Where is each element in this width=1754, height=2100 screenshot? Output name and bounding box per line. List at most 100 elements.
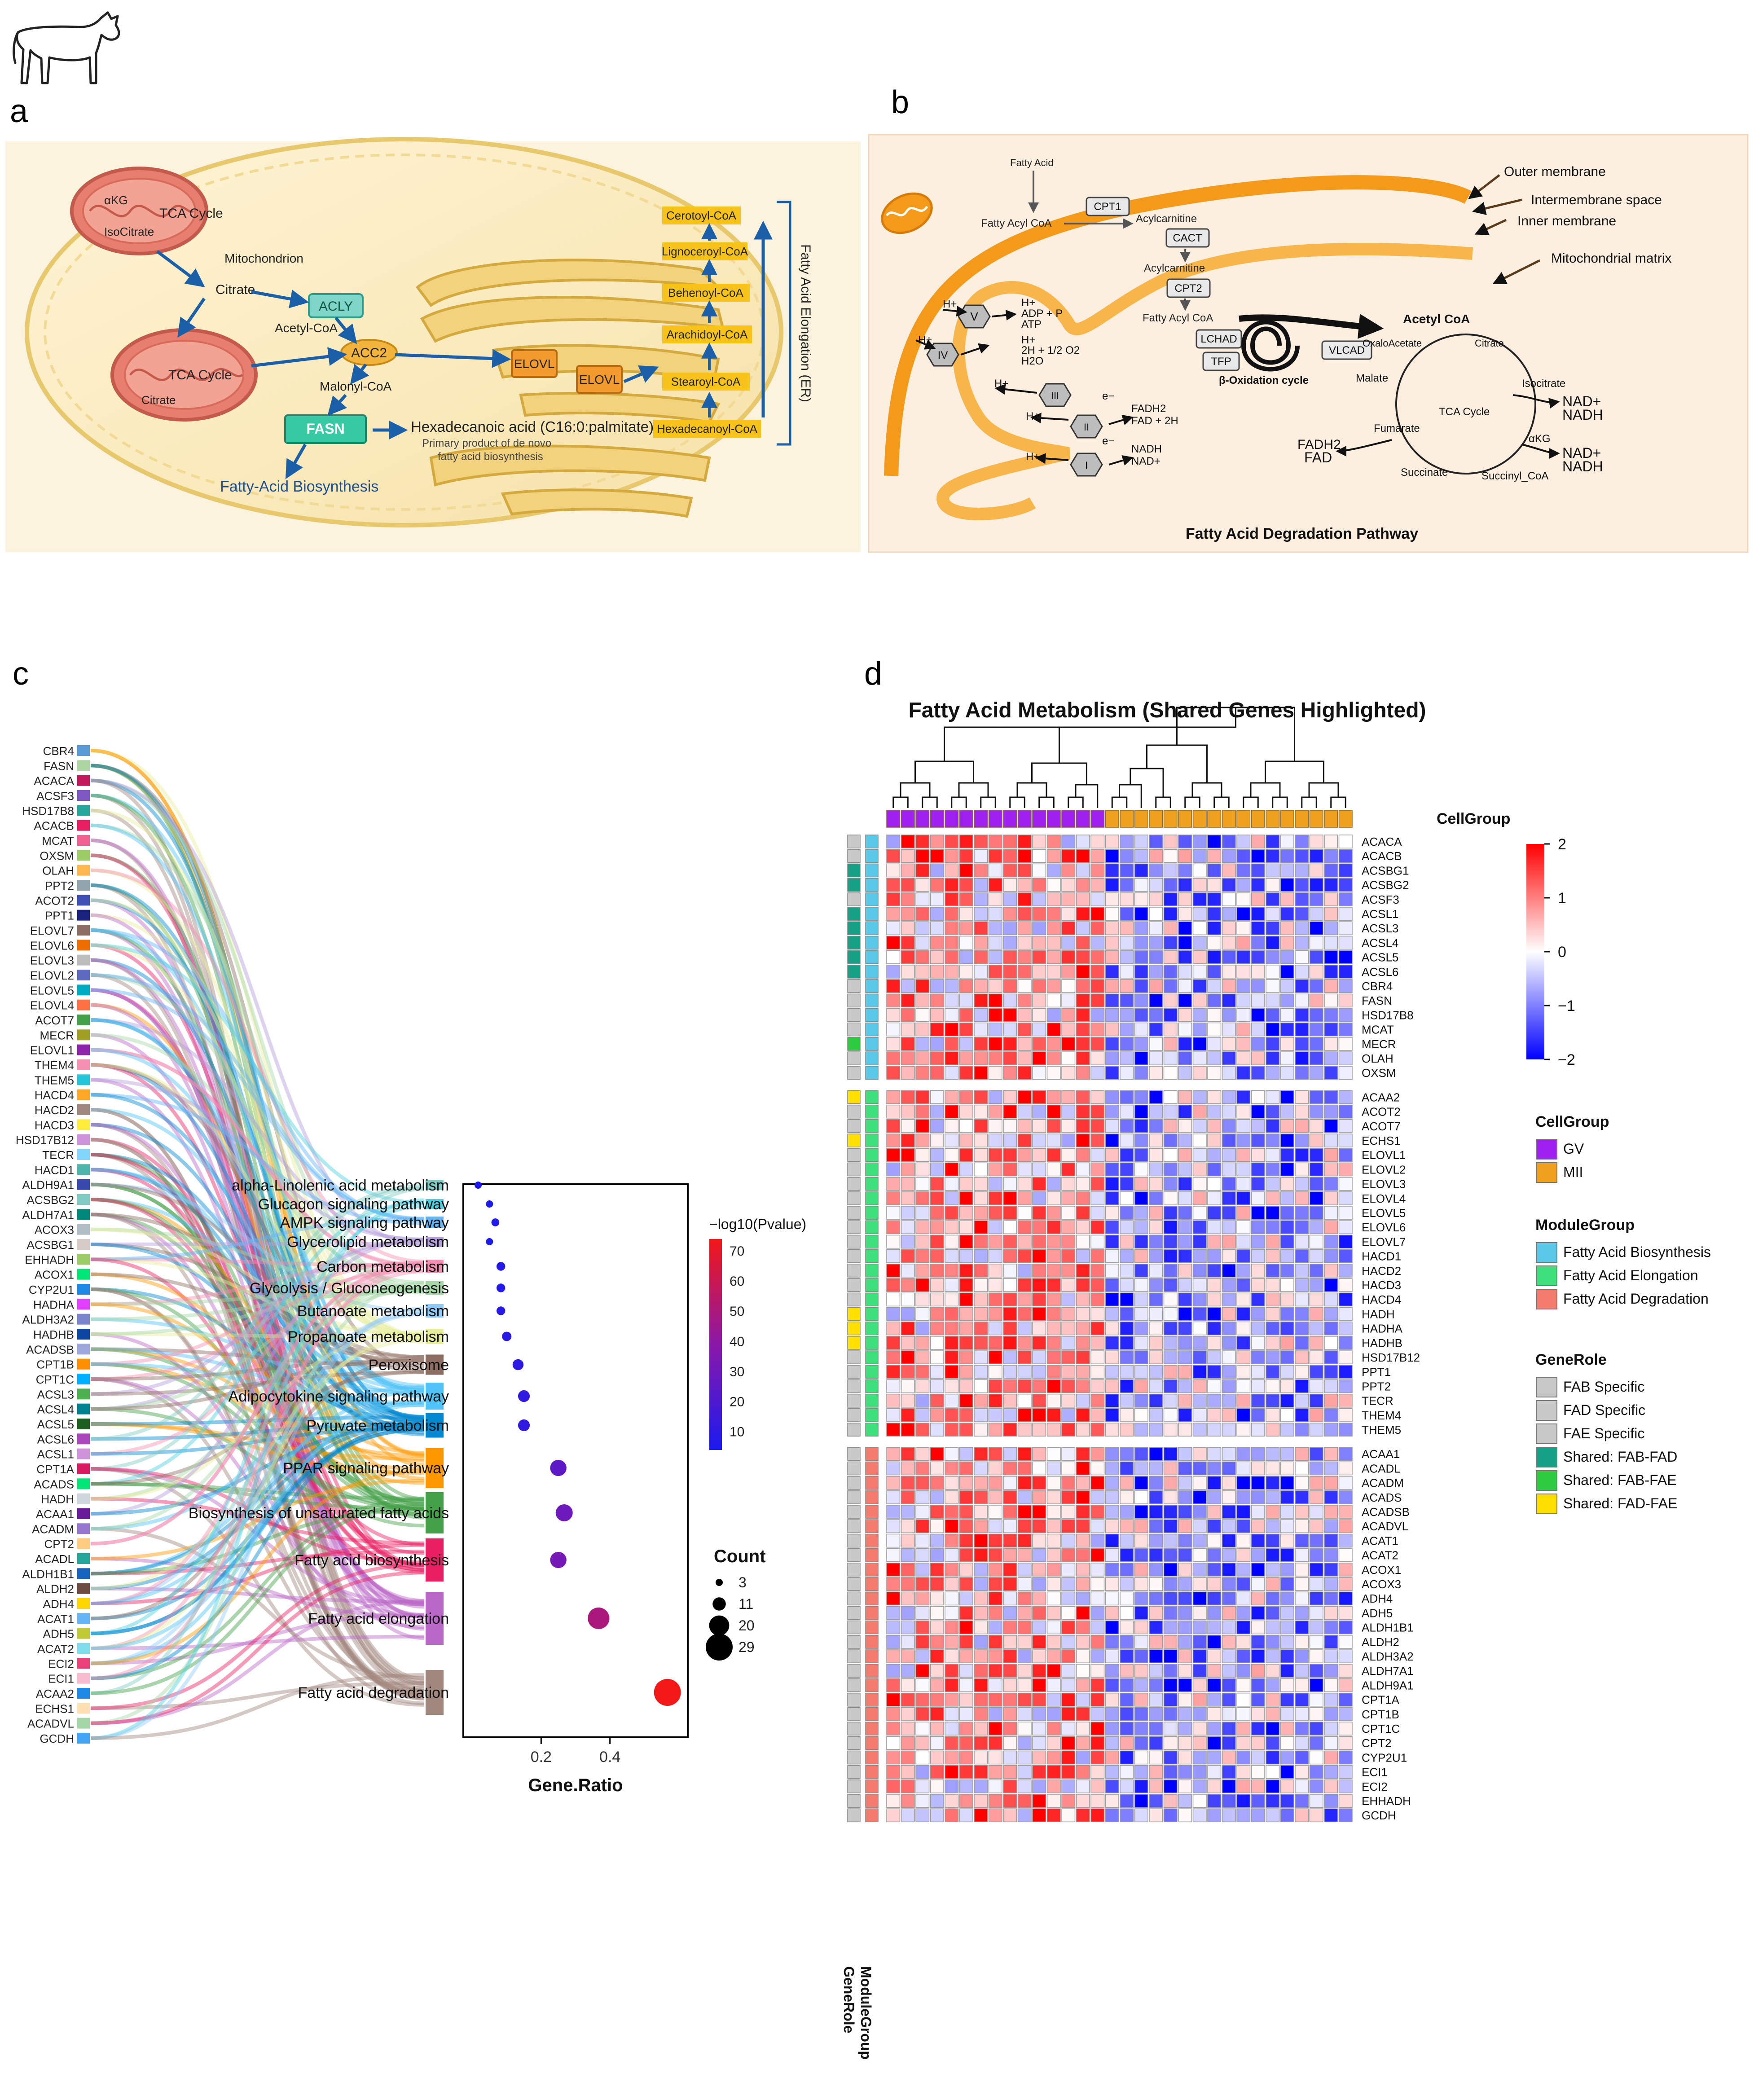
heatmap-cell (1120, 907, 1134, 921)
heatmap-cell (1149, 849, 1163, 863)
tfp-label: TFP (1211, 356, 1231, 368)
heatmap-cell (1324, 1649, 1338, 1663)
heatmap-cell (930, 1393, 944, 1408)
gene-list: CBR4FASNACACAACSF3HSD17B8ACACBMCATOXSMOL… (16, 744, 90, 1745)
size-legend-dot (712, 1597, 726, 1611)
heatmap-cell (1105, 1490, 1119, 1504)
pathway-bar (426, 1413, 444, 1438)
heatmap-cell (915, 1133, 930, 1147)
heatmap-cell (1105, 1808, 1119, 1823)
heatmap-cell (1032, 1133, 1046, 1147)
heatmap-cell (988, 1447, 1002, 1461)
heatmap-cell (1076, 1736, 1090, 1750)
heatmap-cell (915, 1750, 930, 1765)
sankey-flow (90, 1358, 425, 1381)
heatmap-cell (1046, 1707, 1061, 1721)
heatmap-cell (915, 1365, 930, 1379)
heatmap-cell (1090, 1278, 1105, 1292)
color-tick-label: 10 (730, 1425, 744, 1440)
heatmap-cell (1105, 1692, 1119, 1707)
heatmap-cell (930, 1292, 944, 1307)
modulegroup-cell (865, 1379, 879, 1393)
heatmap-cell (1061, 907, 1076, 921)
heatmap-cell (974, 1119, 988, 1133)
heatmap-cell (1251, 1177, 1265, 1191)
heatmap-cell (1149, 1736, 1163, 1750)
gene-label: ACSBG2 (27, 1193, 75, 1207)
heatmap-cell (1178, 1307, 1192, 1321)
heatmap-cell (1251, 1037, 1265, 1051)
heatmap-cell (1003, 1476, 1017, 1490)
heatmap-cell (1324, 1264, 1338, 1278)
sankey-flow (90, 1497, 425, 1545)
heatmap-cell (1338, 1350, 1353, 1364)
heatmap-cell (1076, 1692, 1090, 1707)
legend-label: GV (1563, 1141, 1584, 1157)
heatmap-cell (1163, 1008, 1178, 1022)
heatmap-cell (930, 1736, 944, 1750)
heatmap-cell (1032, 1736, 1046, 1750)
heatmap-cell (1032, 1350, 1046, 1364)
heatmap-row-label: MCAT (1362, 1023, 1394, 1037)
heatmap-cell (1207, 1336, 1222, 1350)
gene-swatch (77, 909, 90, 921)
heatmap-cell (945, 1177, 959, 1191)
heatmap-cell (959, 1664, 973, 1678)
heatmap-cell (915, 863, 930, 878)
generole-cell (847, 1606, 861, 1620)
heatmap-cell (1178, 1408, 1192, 1422)
modulegroup-cell (865, 1022, 879, 1037)
heatmap-row-label: HACD1 (1362, 1250, 1401, 1263)
pathway-label: Peroxisome (368, 1357, 449, 1374)
heatmap-cell (1295, 921, 1309, 936)
tca-succinate: Succinate (1401, 466, 1448, 479)
heatmap-cell (1309, 1635, 1323, 1649)
size-legend-label: 20 (739, 1617, 755, 1634)
heatmap-cell (1236, 892, 1251, 906)
gene-swatch (77, 1403, 90, 1415)
heatmap-cell (1105, 1321, 1119, 1336)
heatmap-cell (1295, 1037, 1309, 1051)
gene-swatch (77, 1733, 90, 1744)
heatmap-cell (945, 1365, 959, 1379)
heatmap-row-label: ACOX1 (1362, 1563, 1401, 1577)
heatmap-cell (1295, 1533, 1309, 1548)
gene-swatch (77, 1628, 90, 1639)
heatmap-cell (959, 1423, 973, 1437)
heatmap-cell (1295, 1808, 1309, 1823)
generole-cell (847, 1591, 861, 1606)
fasn-label: FASN (306, 421, 344, 437)
heatmap-cell (1309, 1249, 1323, 1263)
heatmap-cell (1090, 979, 1105, 993)
gene-label: ALDH7A1 (22, 1208, 74, 1221)
heatmap-cell (1003, 1307, 1017, 1321)
sankey-flow (90, 1377, 425, 1692)
heatmap-cell (1338, 1692, 1353, 1707)
cellgroup-cell (1295, 810, 1309, 828)
heatmap-cell (974, 1336, 988, 1350)
sankey-flow (90, 1168, 425, 1397)
heatmap-cell (1061, 1692, 1076, 1707)
sankey-flow (90, 1311, 425, 1605)
heatmap-cell (1032, 1066, 1046, 1080)
heatmap-cell (1163, 835, 1178, 848)
heatmap-cell (1236, 1278, 1251, 1292)
heatmap-cell (1120, 1206, 1134, 1220)
heatmap-cell (988, 1350, 1002, 1364)
heatmap-cell (886, 1533, 901, 1548)
heatmap-cell (959, 1393, 973, 1408)
heatmap-cell (1324, 1577, 1338, 1591)
heatmap-cell (930, 1423, 944, 1437)
heatmap-cell (901, 1577, 915, 1591)
heatmap-cell (1032, 835, 1046, 848)
heatmap-cell (1295, 1249, 1309, 1263)
heatmap-cell (1338, 1162, 1353, 1177)
heatmap-cell (1280, 1365, 1294, 1379)
heatmap-cell (1163, 1447, 1178, 1461)
heatmap-cell (901, 1051, 915, 1065)
heatmap-cell (915, 1548, 930, 1562)
heatmap-cell (1017, 835, 1032, 848)
heatmap-cell (1134, 1264, 1148, 1278)
heatmap-cell (1324, 1336, 1338, 1350)
heatmap-cell (959, 965, 973, 979)
